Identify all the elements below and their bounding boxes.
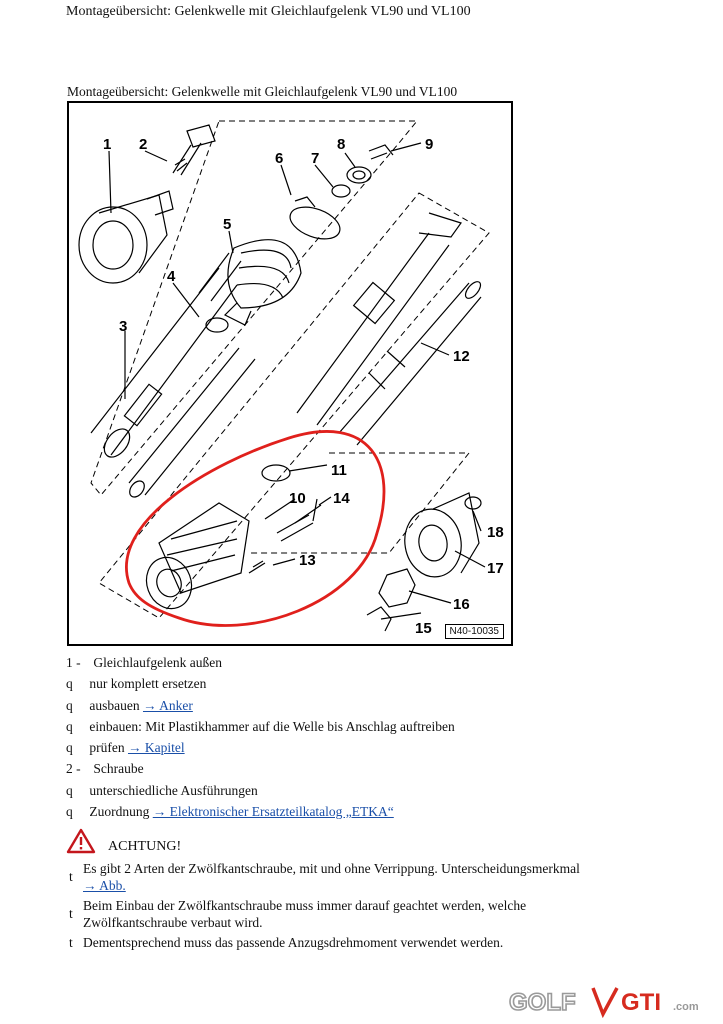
part-label-7: 7	[311, 150, 319, 167]
list-item: q prüfen → Kapitel	[66, 737, 455, 758]
list-marker: 1 -	[66, 655, 81, 670]
logo-text-suffix: .com	[673, 1001, 699, 1013]
part-label-13: 13	[299, 552, 316, 569]
part-label-11: 11	[331, 462, 347, 479]
list-item: q ausbauen → Anker	[66, 695, 455, 716]
note-text: Beim Einbau der Zwölfkantschraube muss i…	[83, 898, 527, 930]
list-marker: q	[66, 804, 73, 820]
list-text: Zuordnung	[89, 804, 150, 820]
logo-text-gti: GTI	[621, 989, 661, 1016]
logo-text-golf: GOLF	[509, 989, 576, 1016]
part-label-2: 2	[139, 136, 147, 153]
list-item: 1 - Gleichlaufgelenk außen	[66, 652, 455, 673]
list-text: einbauen: Mit Plastikhammer auf die Well…	[89, 718, 455, 734]
figure-caption: Montageübersicht: Gelenkwelle mit Gleich…	[67, 84, 458, 99]
red-highlight-loop	[125, 430, 386, 627]
list-item: q einbauen: Mit Plastikhammer auf die We…	[66, 716, 455, 737]
link-anker[interactable]: → Anker	[142, 697, 193, 713]
list-marker: q	[66, 740, 73, 756]
note-text: Dementsprechend muss das passende Anzugs…	[83, 935, 504, 950]
exploded-view-drawing: 1 2 3 4 5 6 7 8 9 10 11 12 13 14 15 16 1…	[78, 120, 504, 637]
warning-icon	[66, 828, 96, 854]
link-kapitel[interactable]: → Kapitel	[127, 740, 185, 756]
part-label-1: 1	[103, 136, 111, 153]
part-label-4: 4	[167, 268, 176, 285]
part-label-8: 8	[337, 136, 345, 153]
list-item: 2 - Schraube	[66, 758, 455, 779]
figure-id: N40-10035	[444, 624, 504, 639]
list-item: q nur komplett ersetzen	[66, 673, 455, 694]
part-label-6: 6	[275, 150, 283, 167]
list-marker: q	[66, 718, 73, 734]
part-label-17: 17	[487, 560, 504, 577]
list-marker: q	[66, 697, 73, 713]
part-label-16: 16	[453, 596, 470, 613]
list-item: q Zuordnung → Elektronischer Ersatzteilk…	[66, 801, 455, 822]
part-label-12: 12	[453, 348, 470, 365]
golfgti-logo: GOLF GTI .com	[508, 987, 699, 1019]
note-text: Es gibt 2 Arten der Zwölfkantschraube, m…	[83, 861, 580, 876]
note-marker: t	[69, 906, 73, 921]
note-marker: t	[69, 869, 73, 884]
part-label-15: 15	[415, 620, 432, 637]
list-marker: 2 -	[66, 761, 81, 777]
logo-v-mark	[591, 987, 619, 1019]
list-item: q unterschiedliche Ausführungen	[66, 780, 455, 801]
link-etka[interactable]: → Elektronischer Ersatzteilkatalog „ETKA…	[152, 804, 394, 820]
part-label-3: 3	[119, 318, 127, 335]
part-label-18: 18	[487, 524, 504, 541]
list-text: Schraube	[93, 761, 144, 777]
list-text: nur komplett ersetzen	[89, 676, 207, 692]
list-marker: q	[66, 676, 73, 692]
link-abb[interactable]: → Abb.	[83, 878, 126, 893]
exploded-view-figure: 1 2 3 4 5 6 7 8 9 10 11 12 13 14 15 16 1…	[67, 101, 513, 646]
list-text: Gleichlaufgelenk außen	[93, 655, 222, 670]
part-label-9: 9	[425, 136, 433, 153]
list-marker: q	[66, 782, 73, 798]
part-label-10: 10	[289, 490, 306, 507]
warning-title: ACHTUNG!	[108, 839, 182, 854]
part-label-14: 14	[333, 490, 350, 507]
list-text: ausbauen	[89, 697, 140, 713]
list-text: prüfen	[89, 740, 125, 756]
list-text: unterschiedliche Ausführungen	[89, 782, 258, 798]
part-label-5: 5	[223, 216, 231, 233]
page-header: Montageübersicht: Gelenkwelle mit Gleich…	[66, 4, 471, 19]
note-marker: t	[69, 935, 73, 950]
parts-list: 1 - Gleichlaufgelenk außen q nur komplet…	[66, 652, 455, 822]
